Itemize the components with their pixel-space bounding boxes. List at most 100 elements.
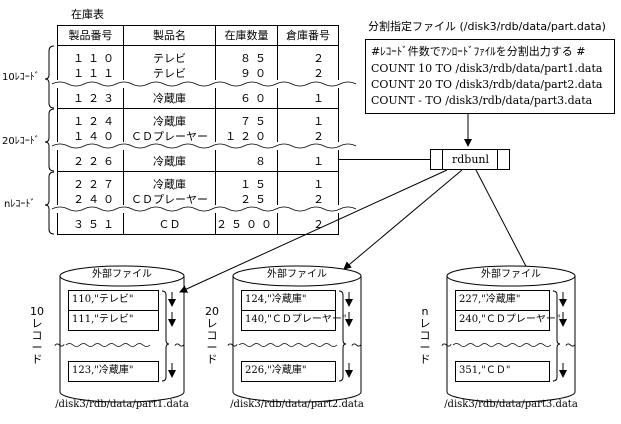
group-label-10: 10ﾚｺｰﾄﾞ [2,72,40,83]
file3-record-1: 227,"冷蔵庫" [459,294,521,305]
table-title: 在庫表 [71,8,104,21]
table-cell-warehouse-no: １ [313,92,328,105]
file2-record-3: 226,"冷蔵庫" [245,365,307,376]
table-cell-product-id: ２２７ [73,178,118,191]
file3-label: 外部ファイル [481,269,541,280]
file1-record-brace [161,290,170,382]
file1-break-line [65,343,151,347]
file1-label: 外部ファイル [92,269,152,280]
spec-line-count-rest: COUNT - TO /disk3/rdb/data/part3.data [371,94,593,107]
spec-line-comment: #ﾚｺｰﾄﾞ件数でｱﾝﾛｰﾄﾞﾌｧｲﾙを分割出力する # [371,45,586,58]
table-cell-stock-qty: １５ [240,178,270,191]
file1-path: /disk3/rdb/data/part1.data [55,399,189,410]
file3-record-box [455,361,550,382]
table-cell-product-id: １１１ [73,67,118,80]
table-cell-product-id: １２４ [73,115,118,128]
file3-record-box [455,310,550,331]
table-cell-product-id: １２３ [73,92,118,105]
table-cell-stock-qty: ６０ [240,92,270,105]
table-cell-product-name: ＣＤプレーヤー [131,130,208,143]
spec-file-box [365,39,615,114]
table-cell-product-name: ＣＤ [158,218,181,231]
file2-break-line [238,343,338,347]
table-cell-warehouse-no: ２ [313,218,328,231]
file2-wave-right: ～ [351,339,362,352]
table-cell-product-id: １４０ [73,130,118,143]
table-cell-warehouse-no: ２ [313,130,328,143]
arrow-to-file1 [179,169,448,293]
file2-record-1: 124,"冷蔵庫" [245,294,307,305]
table-cell-product-name: テレビ [153,67,186,80]
file2-record-2: 140,"ＣＤプレーヤー" [245,314,347,325]
file2-cylinder-top [232,265,362,287]
table-cell-warehouse-no: １ [313,178,328,191]
file3-path: /disk3/rdb/data/part3.data [444,399,578,410]
file1-record-box [68,310,159,331]
table-cell-stock-qty: ８ [255,155,270,168]
file3-record-brace [552,290,561,382]
table-cell-product-name: 冷蔵庫 [153,155,186,168]
file1-cylinder-top [59,265,185,287]
arrow-to-file2 [343,169,463,270]
table-cell-product-id: ２４０ [73,193,118,206]
arrow-to-file3 [475,169,531,275]
file3-wave-right: ～ [565,339,576,352]
table-cell-product-id: ３５１ [73,218,118,231]
header-stock-qty: 在庫数量 [224,29,269,42]
table-cell-warehouse-no: ２ [313,52,328,65]
table-cell-stock-qty: ２５ [240,193,270,206]
file2-record-box [241,310,336,331]
file3-record-3: 351,"ＣＤ" [459,365,511,376]
table-cell-product-name: ＣＤプレーヤー [131,193,208,206]
file3-cylinder-body [446,276,576,403]
group-label-n: nﾚｺｰﾄﾞ [4,199,36,210]
spec-file-title: 分割指定ファイル (/disk3/rdb/data/part.data) [368,20,606,33]
group-braces [44,45,55,235]
file1-record-2: 111,"テレビ" [72,314,134,325]
header-product-name: 製品名 [153,29,186,42]
file3-cylinder-top [446,265,576,287]
table-cell-stock-qty: １２０ [225,130,270,143]
inventory-table-grid [57,25,339,235]
table-cell-product-id: ２２６ [73,155,118,168]
header-warehouse-no: 倉庫番号 [286,29,330,42]
file2-record-brace [338,290,347,382]
table-cell-stock-qty: ２５００ [216,218,276,231]
table-cell-warehouse-no: １ [313,155,328,168]
group-label-20: 20ﾚｺｰﾄﾞ [2,136,40,147]
file2-count-label: 20レコード [205,305,219,366]
header-product-id: 製品番号 [68,29,113,42]
table-cell-warehouse-no: ２ [313,67,328,80]
program-label-rdbunl: rdbunl [451,153,490,166]
table-cell-stock-qty: ７５ [240,115,270,128]
file1-record-box [68,361,159,382]
table-break-lines [51,80,357,213]
file1-record-3: 123,"冷蔵庫" [72,365,134,376]
spec-line-count20: COUNT 20 TO /disk3/rdb/data/part2.data [371,78,603,91]
table-cell-product-name: テレビ [153,52,186,65]
table-cell-stock-qty: ８５ [240,52,270,65]
file1-record-1: 110,"テレビ" [72,294,134,305]
table-cell-stock-qty: ９０ [240,67,270,80]
table-cell-product-name: 冷蔵庫 [153,178,186,191]
spec-line-count10: COUNT 10 TO /disk3/rdb/data/part1.data [371,62,603,75]
table-cell-product-name: 冷蔵庫 [153,92,186,105]
file2-record-box [241,361,336,382]
file3-break-line [452,343,552,347]
file2-path: /disk3/rdb/data/part2.data [230,399,364,410]
file2-label: 外部ファイル [267,269,327,280]
table-cell-warehouse-no: １ [313,115,328,128]
file3-count-label: nレコード [419,305,431,366]
table-cell-warehouse-no: ２ [313,193,328,206]
file1-count-label: 10レコード [30,305,44,366]
file3-wave-left: ～ [441,339,452,352]
file2-wave-left: ～ [227,339,238,352]
file1-cylinder-body [59,276,185,403]
file2-cylinder-body [232,276,362,403]
file1-wave-left: ～ [54,339,65,352]
file1-wave-right: ～ [174,339,185,352]
table-cell-product-name: 冷蔵庫 [153,115,186,128]
file3-record-2: 240,"ＣＤプレーヤー" [459,314,561,325]
program-box-frame [430,149,510,170]
